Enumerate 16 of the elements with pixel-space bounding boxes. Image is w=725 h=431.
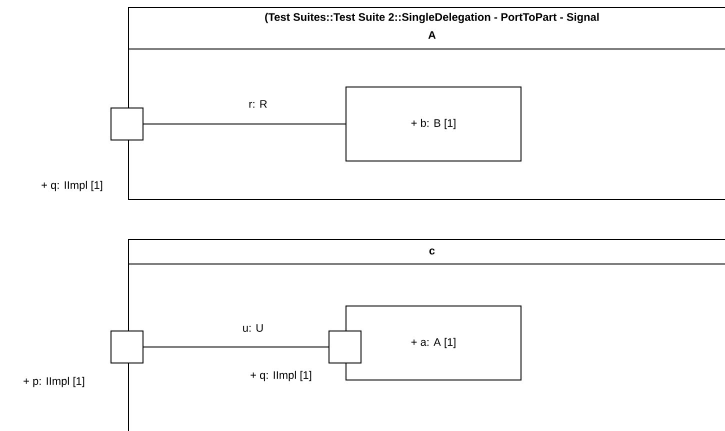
connector-line — [143, 346, 329, 348]
port-square — [110, 330, 144, 364]
port-square — [328, 330, 362, 364]
edge-label: r: R — [248, 99, 268, 109]
port-label: + q: IImpl [1] — [250, 370, 312, 382]
frame-title: A — [428, 31, 436, 39]
frame-title: c — [429, 248, 435, 255]
port-label: + p: IImpl [1] — [24, 376, 84, 388]
port-label: + q: IImpl [1] — [42, 180, 102, 192]
frame — [128, 239, 725, 431]
frame-title: (Test Suites::Test Suite 2::SingleDelegation - PortToPart - Signal — [265, 12, 599, 24]
part-box: + b: B [1] — [346, 86, 522, 162]
port-square — [110, 108, 144, 140]
edge-label: u: U — [241, 323, 265, 333]
part-box: + a: A [1] — [346, 306, 522, 380]
frame — [128, 7, 725, 200]
